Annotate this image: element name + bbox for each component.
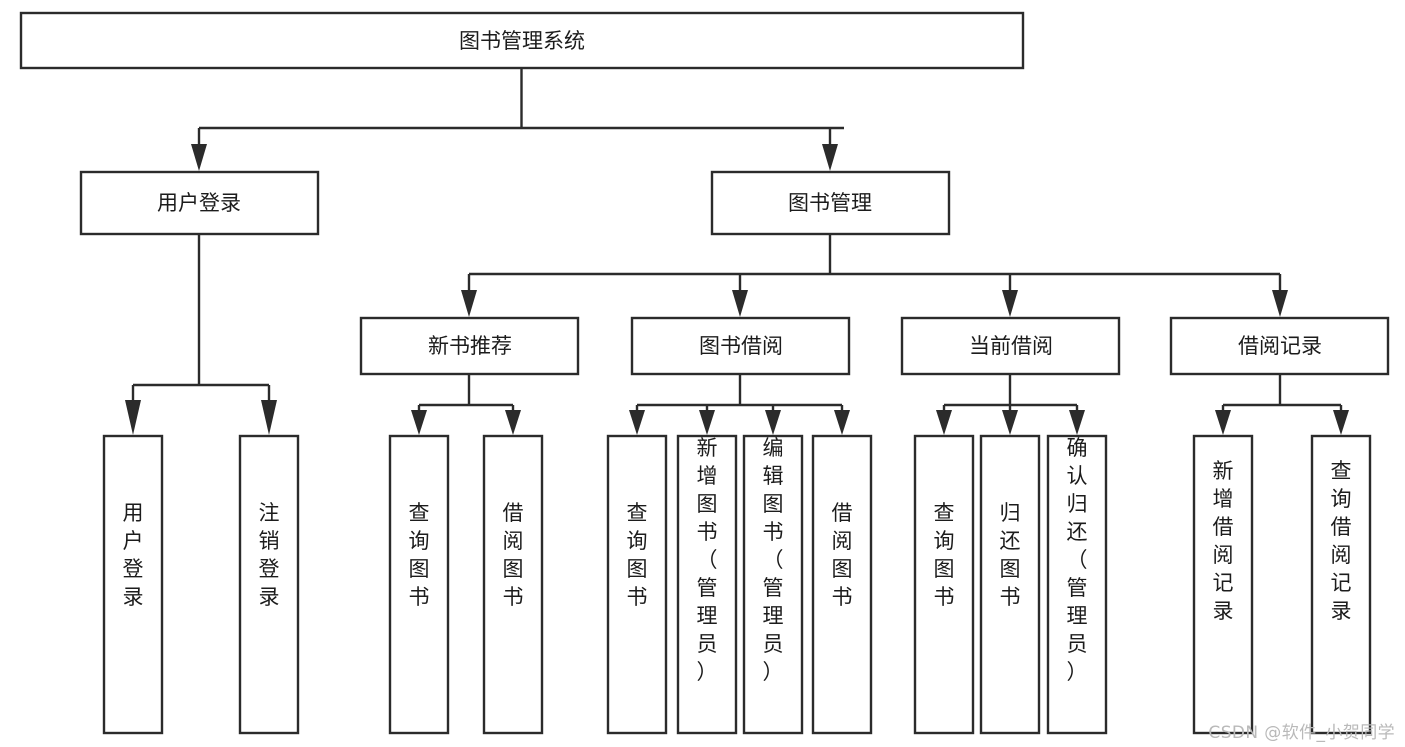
node-new-book-recommend[interactable]: 新书推荐 bbox=[359, 316, 580, 376]
node-root-label: 图书管理系统 bbox=[459, 29, 585, 53]
node-current-borrow[interactable]: 当前借阅 bbox=[900, 316, 1121, 376]
arrow-book-mgmt-child-3-icon bbox=[1002, 290, 1018, 317]
arrow-current-borrow-leaf-1-icon bbox=[936, 410, 952, 435]
arrow-current-borrow-leaf-2-icon bbox=[1002, 410, 1018, 435]
arrow-borrow-record-leaf-2-icon bbox=[1333, 410, 1349, 435]
connector-group-root bbox=[191, 68, 844, 171]
leaf-node[interactable]: 归还图书 bbox=[979, 434, 1041, 735]
arrow-book-borrow-leaf-3-icon bbox=[765, 410, 781, 435]
node-book-borrow[interactable]: 图书借阅 bbox=[630, 316, 851, 376]
leaf-node[interactable]: 查询图书 bbox=[606, 434, 668, 735]
node-borrow-record-box[interactable] bbox=[1169, 316, 1390, 376]
node-current-borrow-box[interactable] bbox=[900, 316, 1121, 376]
node-root-box[interactable] bbox=[19, 11, 1025, 70]
node-book-borrow-box[interactable] bbox=[630, 316, 851, 376]
leaf-book-borrow-4-box[interactable] bbox=[811, 434, 873, 735]
leaf-book-borrow-3-box[interactable] bbox=[742, 434, 804, 735]
arrow-current-borrow-leaf-3-icon bbox=[1069, 410, 1085, 435]
leaf-node[interactable]: 新增图书（管理员） bbox=[676, 434, 738, 735]
arrow-book-mgmt-child-1-icon bbox=[461, 290, 477, 317]
csdn-watermark: CSDN @软件_小贺同学 bbox=[1208, 723, 1395, 743]
leaf-borrow-record-1-box[interactable] bbox=[1192, 434, 1254, 735]
leaf-user-login-1-box[interactable] bbox=[102, 434, 164, 735]
arrow-book-borrow-leaf-2-icon bbox=[699, 410, 715, 435]
leaf-book-borrow-3-label: 编辑图书（管理员） bbox=[763, 436, 784, 684]
leaf-node[interactable]: 新增借阅记录 bbox=[1192, 434, 1254, 735]
leaf-node[interactable]: 编辑图书（管理员） bbox=[742, 434, 804, 735]
leaf-borrow-record-2-label: 查询借阅记录 bbox=[1331, 459, 1352, 623]
leaf-user-login-2-label: 注销登录 bbox=[259, 501, 280, 609]
arrow-book-mgmt-child-4-icon bbox=[1272, 290, 1288, 317]
leaf-node[interactable]: 用户登录 bbox=[102, 434, 164, 735]
leaf-current-borrow-2-box[interactable] bbox=[979, 434, 1041, 735]
node-root[interactable]: 图书管理系统 bbox=[19, 11, 1025, 70]
leaf-book-borrow-2-label: 新增图书（管理员） bbox=[697, 436, 718, 684]
leaf-node[interactable]: 查询借阅记录 bbox=[1310, 434, 1372, 735]
connector-group-book-borrow bbox=[629, 374, 850, 435]
leaf-user-login-1-label: 用户登录 bbox=[123, 501, 144, 609]
connector-group-new-book bbox=[411, 374, 521, 435]
leaf-borrow-record-2-box[interactable] bbox=[1310, 434, 1372, 735]
node-borrow-record-label: 借阅记录 bbox=[1238, 334, 1322, 358]
leaf-current-borrow-3-box[interactable] bbox=[1046, 434, 1108, 735]
leaf-new-book-2-box[interactable] bbox=[482, 434, 544, 735]
connector-group-current-borrow bbox=[936, 374, 1085, 435]
node-user-login-box[interactable] bbox=[79, 170, 320, 236]
arrow-borrow-record-leaf-1-icon bbox=[1215, 410, 1231, 435]
leaf-current-borrow-1-box[interactable] bbox=[913, 434, 975, 735]
arrow-user-login-leaf-1-icon bbox=[125, 400, 141, 435]
leaf-node[interactable]: 查询图书 bbox=[913, 434, 975, 735]
node-book-management-box[interactable] bbox=[710, 170, 951, 236]
leaf-new-book-2-label: 借阅图书 bbox=[503, 501, 524, 609]
node-book-management[interactable]: 图书管理 bbox=[710, 170, 951, 236]
leaf-node[interactable]: 借阅图书 bbox=[811, 434, 873, 735]
connector-group-user-login bbox=[125, 234, 277, 435]
arrow-new-book-leaf-2-icon bbox=[505, 410, 521, 435]
leaf-book-borrow-4-label: 借阅图书 bbox=[832, 501, 853, 609]
connector-group-borrow-record bbox=[1215, 374, 1349, 435]
leaf-current-borrow-3-label: 确认归还（管理员） bbox=[1067, 436, 1088, 684]
arrow-root-to-book-mgmt-icon bbox=[822, 144, 838, 171]
arrow-root-to-user-login-icon bbox=[191, 144, 207, 171]
leaf-borrow-record-1-label: 新增借阅记录 bbox=[1213, 459, 1234, 623]
node-book-management-label: 图书管理 bbox=[788, 191, 872, 215]
arrow-book-borrow-leaf-4-icon bbox=[834, 410, 850, 435]
leaf-user-login-2-box[interactable] bbox=[238, 434, 300, 735]
leaf-node[interactable]: 查询图书 bbox=[388, 434, 450, 735]
node-book-borrow-label: 图书借阅 bbox=[699, 334, 783, 358]
arrow-user-login-leaf-2-icon bbox=[261, 400, 277, 435]
leaf-new-book-1-box[interactable] bbox=[388, 434, 450, 735]
node-current-borrow-label: 当前借阅 bbox=[969, 334, 1053, 358]
node-new-book-recommend-label: 新书推荐 bbox=[428, 334, 512, 358]
leaf-current-borrow-2-label: 归还图书 bbox=[1000, 501, 1021, 609]
leaf-new-book-1-label: 查询图书 bbox=[409, 501, 430, 609]
leaf-node[interactable]: 确认归还（管理员） bbox=[1046, 434, 1108, 735]
arrow-book-mgmt-child-2-icon bbox=[732, 290, 748, 317]
leaf-node[interactable]: 借阅图书 bbox=[482, 434, 544, 735]
leaf-book-borrow-2-box[interactable] bbox=[676, 434, 738, 735]
arrow-new-book-leaf-1-icon bbox=[411, 410, 427, 435]
node-user-login-label: 用户登录 bbox=[157, 191, 241, 215]
node-user-login[interactable]: 用户登录 bbox=[79, 170, 320, 236]
node-new-book-recommend-box[interactable] bbox=[359, 316, 580, 376]
leaf-node[interactable]: 注销登录 bbox=[238, 434, 300, 735]
arrow-book-borrow-leaf-1-icon bbox=[629, 410, 645, 435]
leaf-current-borrow-1-label: 查询图书 bbox=[934, 501, 955, 609]
leaf-book-borrow-1-label: 查询图书 bbox=[627, 501, 648, 609]
leaf-book-borrow-1-box[interactable] bbox=[606, 434, 668, 735]
node-borrow-record[interactable]: 借阅记录 bbox=[1169, 316, 1390, 376]
connector-group-book-mgmt bbox=[461, 234, 1288, 317]
